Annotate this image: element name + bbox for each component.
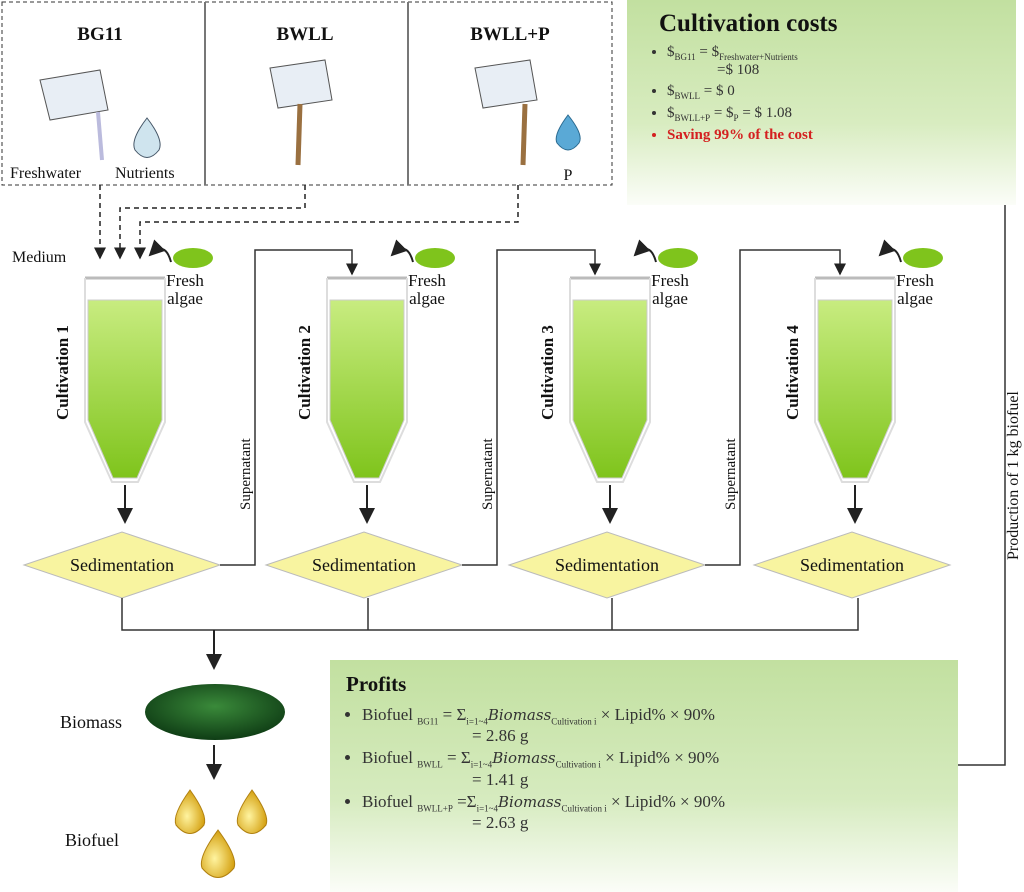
label-feedback: Production of 1 kg biofuel <box>1005 391 1022 560</box>
beaker-icon <box>39 69 109 161</box>
label-fresh-algae: Fresh <box>651 271 689 290</box>
label-sedimentation: Sedimentation <box>555 555 659 575</box>
beaker-icon <box>269 59 333 166</box>
algae-icon <box>903 248 943 268</box>
label-cultivation: Cultivation 2 <box>295 325 314 420</box>
label-bwll: BWLL <box>276 24 333 45</box>
bioreactor-tube <box>329 299 405 479</box>
label-sedimentation: Sedimentation <box>312 555 416 575</box>
label-nutrients: Nutrients <box>115 165 175 182</box>
cost-saving: Saving 99% of the cost <box>667 127 1016 144</box>
profit-item: Biofuel BWLL = Σi=1~4BiomassCultivation … <box>362 748 958 789</box>
media-arrows <box>94 185 519 260</box>
sedimentation-diamond <box>752 531 952 599</box>
label-supernatant: Supernatant <box>480 438 496 510</box>
label-bwllp: BWLL+P <box>470 24 550 45</box>
algae-icon <box>415 248 455 268</box>
profit-item: Biofuel BWLL+P =Σi=1~4BiomassCultivation… <box>362 792 958 833</box>
profits-panel: Profits Biofuel BG11 = Σi=1~4BiomassCult… <box>330 660 958 892</box>
bioreactor-tube <box>817 299 893 479</box>
label-fresh-algae: algae <box>167 289 203 308</box>
label-cultivation: Cultivation 1 <box>53 325 72 420</box>
cost-item-bwll: $BWLL = $ 0 <box>667 83 1016 101</box>
drop-icon <box>555 114 581 151</box>
label-biomass: Biomass <box>60 712 122 732</box>
label-biofuel: Biofuel <box>65 830 119 850</box>
label-fresh-algae: Fresh <box>896 271 934 290</box>
supernatant-arrow <box>220 249 358 566</box>
bioreactor-tube <box>572 299 648 479</box>
label-sedimentation: Sedimentation <box>800 555 904 575</box>
biomass-pile-icon <box>145 684 285 740</box>
label-bg11: BG11 <box>77 24 122 45</box>
biofuel-drops-icon <box>174 789 268 878</box>
costs-title: Cultivation costs <box>659 10 838 37</box>
label-fresh-algae: algae <box>409 289 445 308</box>
label-cultivation: Cultivation 4 <box>783 325 802 420</box>
label-medium: Medium <box>12 249 67 266</box>
algae-icon <box>658 248 698 268</box>
beaker-icon <box>474 59 538 166</box>
label-fresh-algae: Fresh <box>408 271 446 290</box>
label-sedimentation: Sedimentation <box>70 555 174 575</box>
label-supernatant: Supernatant <box>723 438 739 510</box>
cost-item-bg11: $BG11 = $Freshwater+Nutrients=$ 108 <box>667 44 1016 79</box>
profit-item: Biofuel BG11 = Σi=1~4BiomassCultivation … <box>362 705 958 746</box>
supernatant-arrow <box>462 249 601 566</box>
label-p: P <box>564 167 573 184</box>
label-cultivation: Cultivation 3 <box>538 325 557 420</box>
label-fresh-algae: algae <box>897 289 933 308</box>
supernatant-arrow <box>705 249 846 566</box>
label-supernatant: Supernatant <box>238 438 254 510</box>
cost-item-bwllp: $BWLL+P = $P = $ 1.08 <box>667 105 1016 123</box>
label-fresh-algae: Fresh <box>166 271 204 290</box>
cultivation-costs-panel: Cultivation costs $BG11 = $Freshwater+Nu… <box>627 0 1016 205</box>
feedback-arrow <box>958 112 1006 766</box>
media-box <box>1 1 613 186</box>
profits-title: Profits <box>346 672 407 696</box>
bioreactor-tube <box>87 299 163 479</box>
label-fresh-algae: algae <box>652 289 688 308</box>
algae-icon <box>173 248 213 268</box>
label-freshwater: Freshwater <box>10 165 82 182</box>
drop-icon <box>133 117 161 158</box>
